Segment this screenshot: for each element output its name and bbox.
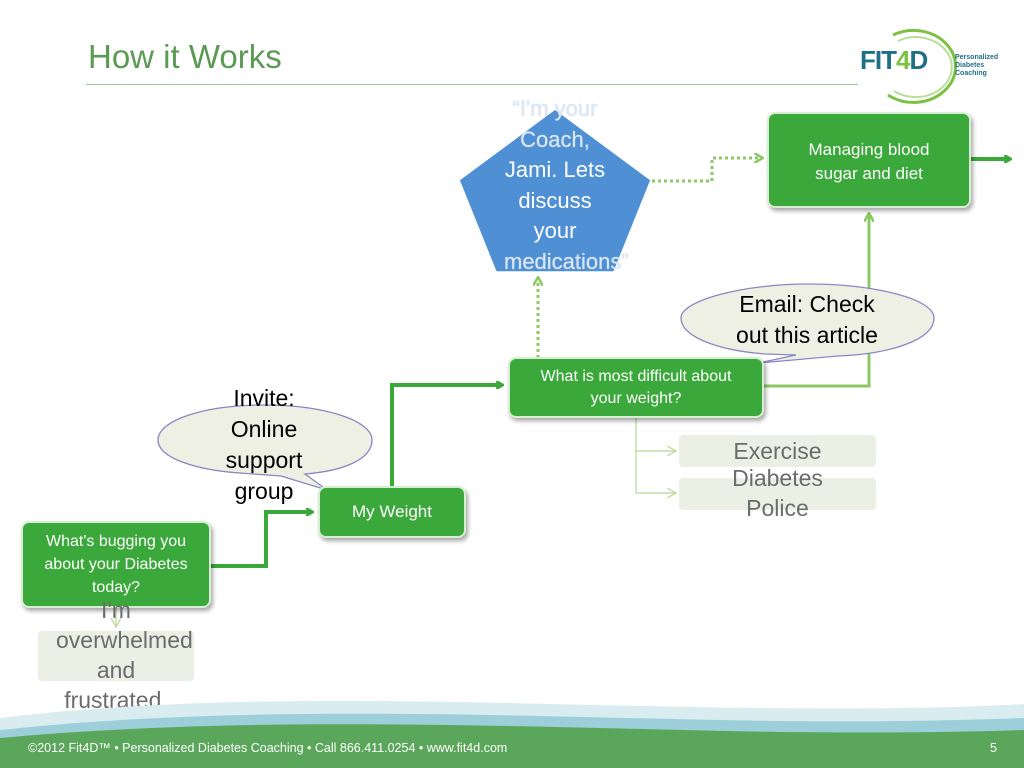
- logo-wordmark: FIT4D: [860, 45, 928, 76]
- footer-wave: [0, 700, 1024, 768]
- coach-text-bottom: medications”: [504, 248, 629, 274]
- coach-text-middle: Jami. Lets discuss your: [504, 157, 606, 243]
- footer-text: ©2012 Fit4D™ • Personalized Diabetes Coa…: [28, 741, 508, 755]
- page-number: 5: [990, 741, 997, 755]
- start-question-box[interactable]: What's bugging you about your Diabetes t…: [21, 521, 211, 608]
- logo-ring-icon: [887, 28, 957, 104]
- logo-tagline: Personalized Diabetes Coaching: [955, 54, 1010, 78]
- logo-mark-suffix: D: [909, 45, 928, 75]
- email-bubble-text: Email: Check out this article: [736, 291, 878, 348]
- logo-tagline-line: Personalized: [955, 54, 999, 61]
- overwhelmed-chip-text: I'm overwhelmed and frustrated.: [56, 597, 193, 713]
- title-divider: [86, 84, 858, 85]
- logo-tagline-line: Diabetes: [955, 62, 985, 69]
- connector-start-to-weight: [209, 512, 312, 568]
- managing-box[interactable]: Managing blood sugar and diet: [767, 112, 971, 208]
- exercise-chip: Exercise: [679, 435, 876, 467]
- logo-mark-number: 4: [896, 45, 911, 75]
- overwhelmed-chip: I'm overwhelmed and frustrated.: [38, 597, 194, 713]
- difficult-question-box[interactable]: What is most difficult about your weight…: [508, 357, 764, 418]
- email-bubble-shape: [680, 283, 935, 364]
- coach-text-top: “I'm your Coach,: [512, 96, 598, 152]
- invite-bubble-shape: [157, 404, 373, 491]
- diabetes-police-chip-text: Diabetes Police: [732, 465, 823, 521]
- slide-title: How it Works: [88, 38, 282, 75]
- connector-difficult-to-exercise: [635, 418, 676, 451]
- coach-pentagon-text: “I'm your Coach, Jami. Lets discuss your…: [504, 94, 629, 277]
- logo-mark-prefix: FIT: [860, 45, 897, 75]
- fit4d-logo: FIT4D Personalized Diabetes Coaching: [858, 25, 1008, 105]
- coach-pentagon-shape: [458, 108, 652, 273]
- logo-tagline-line: Coaching: [955, 70, 987, 77]
- my-weight-box[interactable]: My Weight: [318, 486, 466, 538]
- diabetes-police-chip: Diabetes Police: [679, 465, 876, 521]
- connector-difficult-to-managing: [763, 214, 869, 388]
- connector-difficult-to-police: [635, 451, 676, 493]
- connector-coach-to-managing: [652, 158, 762, 183]
- invite-bubble-text: Invite: Online support group: [225, 385, 303, 504]
- connector-weight-to-difficult: [390, 385, 502, 487]
